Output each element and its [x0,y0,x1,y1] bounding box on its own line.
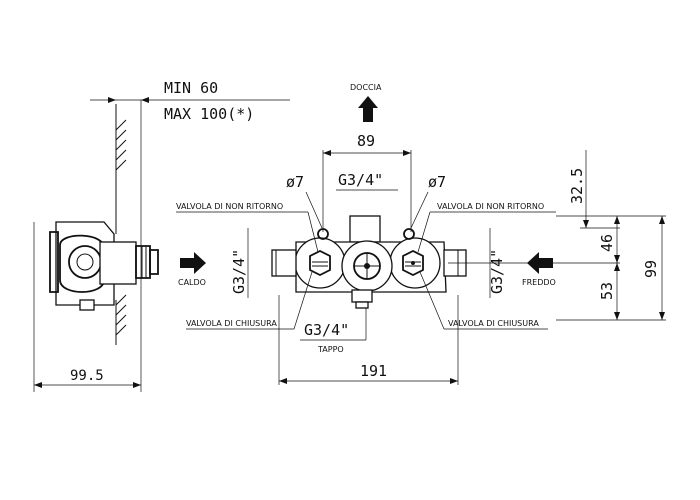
freddo-arrow: FREDDO [522,252,556,287]
caldo-arrow: CALDO [178,252,206,287]
valvola-chiusura-left-label: VALVOLA DI CHIUSURA [186,319,277,328]
wall-hatch [115,119,127,336]
min-depth-label: MIN 60 [164,79,218,97]
g34-right-label: G3/4" [488,249,506,294]
valvola-non-ritorno-left-label: VALVOLA DI NON RITORNO [176,202,283,211]
g34-left-label: G3/4" [230,249,248,294]
caldo-label: CALDO [178,278,206,287]
freddo-label: FREDDO [522,278,556,287]
dim-99-label: 99 [642,260,660,278]
dim-53-label: 53 [598,282,616,300]
dim-191: 191 [279,362,458,384]
tappo-label: TAPPO [317,345,344,354]
g34-top-label: G3/4" [338,171,383,189]
dim-89: 89 [323,132,411,156]
valvola-non-ritorno-right-label: VALVOLA DI NON RITORNO [437,202,544,211]
doccia-label: DOCCIA [350,83,382,92]
phi7-right-label: ø7 [428,173,446,191]
dim-89-label: 89 [357,132,375,150]
side-view: MIN 60 MAX 100(*) 99.5 [33,79,290,392]
dim-46-label: 46 [598,234,616,252]
right-dimensions: 32.5 46 53 99 [448,150,666,321]
dim-99-5-label: 99.5 [70,368,104,384]
max-depth-label: MAX 100(*) [164,105,254,123]
valvola-chiusura-right-label: VALVOLA DI CHIUSURA [448,319,539,328]
dim-191-label: 191 [360,362,387,380]
dim-32-5-label: 32.5 [568,168,586,204]
doccia-arrow: DOCCIA [350,83,382,122]
g34-bottom-label: G3/4" [304,321,349,339]
phi7-left-label: ø7 [286,173,304,191]
